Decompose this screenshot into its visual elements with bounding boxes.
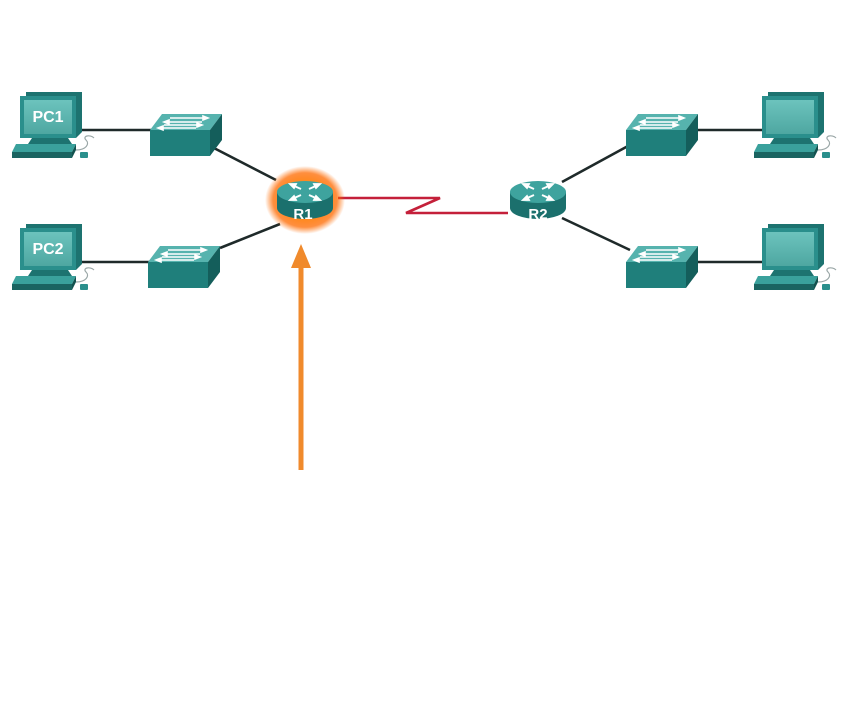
ethernet-links <box>82 128 762 264</box>
pc4[interactable] <box>753 223 837 291</box>
pc1[interactable]: PC1 <box>11 91 95 159</box>
r2-label: R2 <box>528 206 547 223</box>
switch-icon <box>625 113 699 157</box>
link-s1-r1 <box>209 144 277 182</box>
switch-s2[interactable] <box>147 245 221 289</box>
pc2[interactable]: PC2 <box>11 223 95 291</box>
pc3[interactable] <box>753 91 837 159</box>
pc1-label: PC1 <box>32 109 63 126</box>
arrow-up-icon <box>291 244 311 470</box>
link-r2-s3 <box>561 144 629 184</box>
pc2-label: PC2 <box>32 241 63 258</box>
switch-s4[interactable] <box>625 245 699 289</box>
computer-icon <box>753 223 837 291</box>
link-s2-r1 <box>219 222 281 250</box>
switch-icon <box>625 245 699 289</box>
r1-label: R1 <box>293 206 312 223</box>
serial-link-icon <box>338 196 508 215</box>
switch-s3[interactable] <box>625 113 699 157</box>
router-r1[interactable]: R1 <box>265 166 345 234</box>
switch-icon <box>149 113 223 157</box>
router-r2[interactable]: R2 <box>509 180 567 223</box>
computer-icon <box>753 91 837 159</box>
switch-icon <box>147 245 221 289</box>
switch-s1[interactable] <box>149 113 223 157</box>
link-r2-s4 <box>561 216 631 252</box>
